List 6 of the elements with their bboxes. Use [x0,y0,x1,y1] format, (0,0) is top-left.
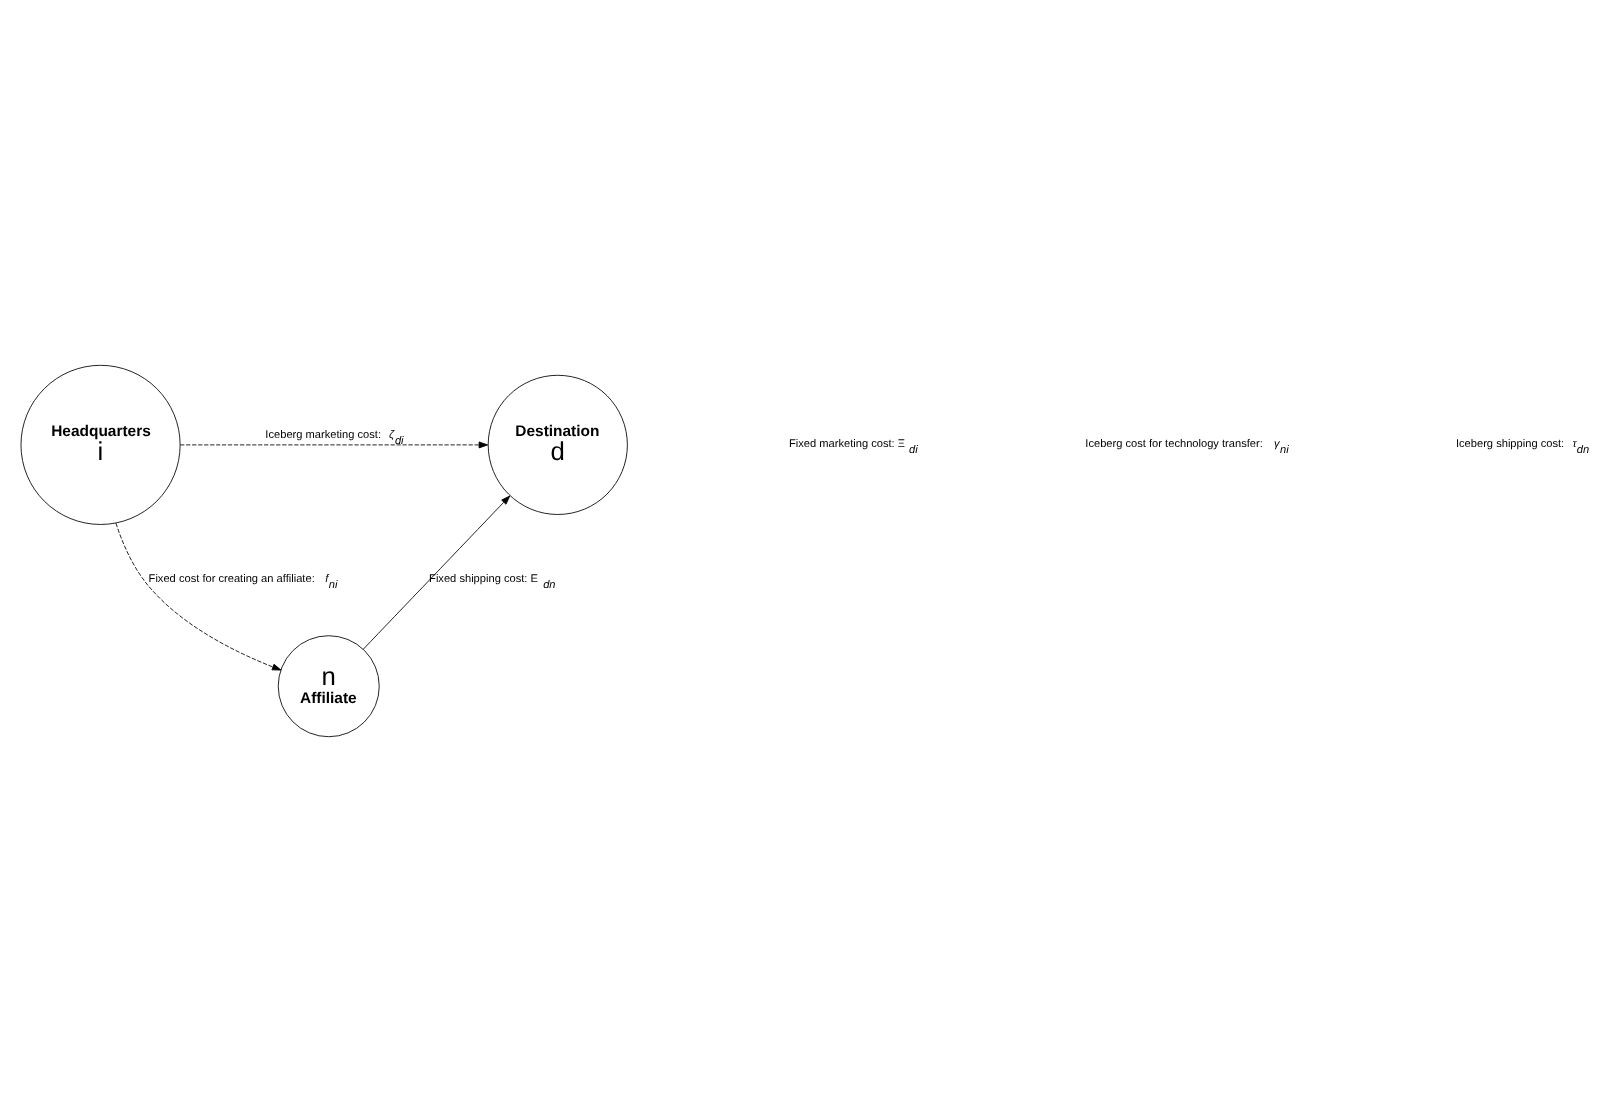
node-circle: Headquarters i [20,364,181,525]
node-circle: n Affiliate [277,635,380,738]
arrow [115,522,282,671]
node-circle: Destination d [487,374,628,515]
arrow [179,441,489,449]
arrow [362,495,511,650]
